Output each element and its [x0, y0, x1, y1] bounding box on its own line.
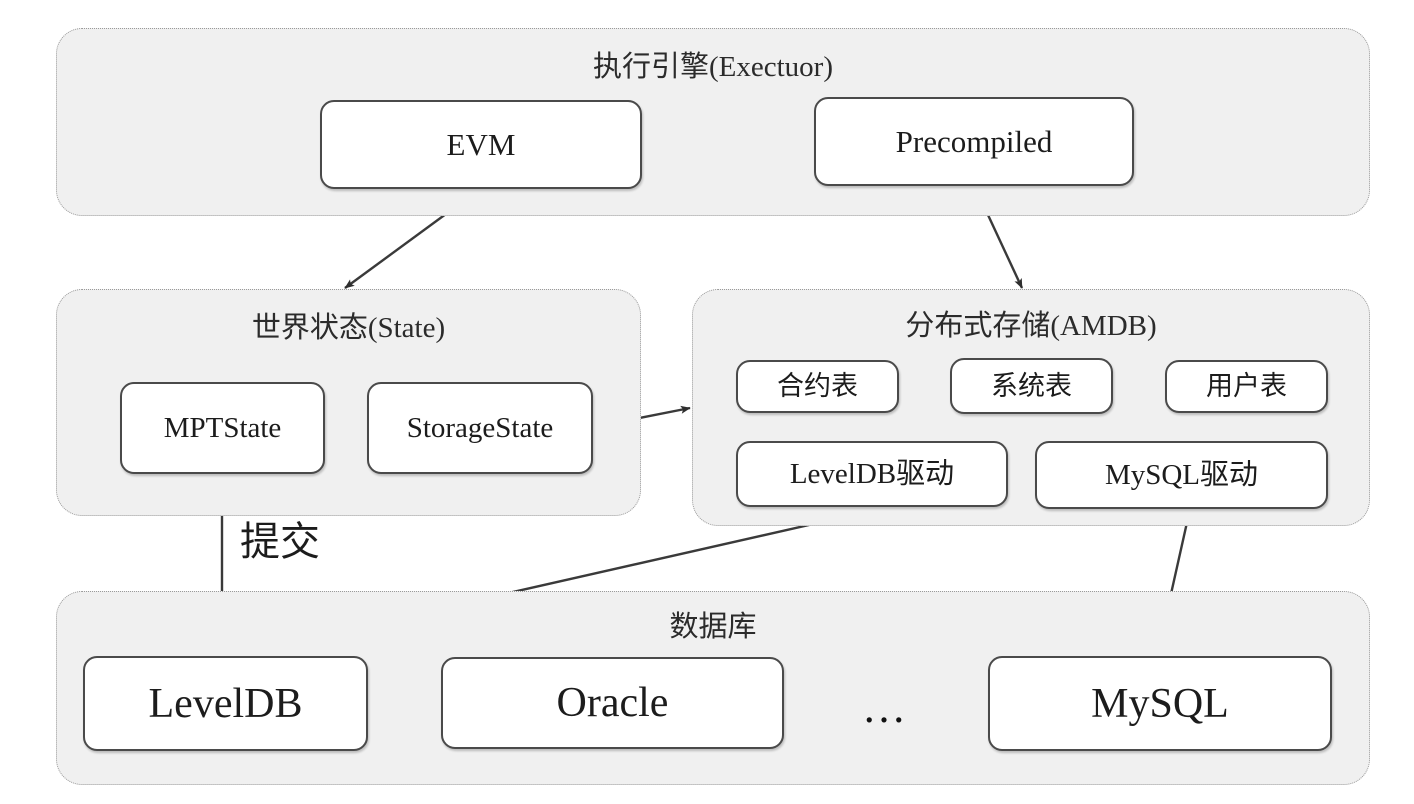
node-storagestate-label: StorageState [406, 411, 554, 444]
node-mysql[interactable]: MySQL [988, 656, 1332, 751]
node-leveldb-label: LevelDB [148, 680, 303, 727]
node-contract-table[interactable]: 合约表 [736, 360, 899, 413]
node-ellipsis: … [862, 683, 908, 732]
node-mptstate-label: MPTState [163, 411, 282, 444]
node-mysql-driver-label: MySQL驱动 [1104, 458, 1259, 491]
node-contract-table-label: 合约表 [777, 371, 858, 401]
panel-executor: 执行引擎(Exectuor) [56, 28, 1370, 216]
node-leveldb-driver-label: LevelDB驱动 [789, 457, 955, 490]
node-evm-label: EVM [446, 127, 516, 162]
node-user-table-label: 用户表 [1206, 371, 1287, 401]
node-mysql-driver[interactable]: MySQL驱动 [1035, 441, 1328, 509]
node-oracle[interactable]: Oracle [441, 657, 784, 749]
node-user-table[interactable]: 用户表 [1165, 360, 1328, 413]
panel-amdb-title: 分布式存储(AMDB) [905, 310, 1157, 342]
edge-label-commit: 提交 [240, 519, 320, 564]
node-system-table[interactable]: 系统表 [950, 358, 1113, 414]
node-leveldb[interactable]: LevelDB [83, 656, 368, 751]
node-evm[interactable]: EVM [320, 100, 642, 189]
node-leveldb-driver[interactable]: LevelDB驱动 [736, 441, 1008, 507]
node-system-table-label: 系统表 [991, 370, 1072, 401]
node-storagestate[interactable]: StorageState [367, 382, 593, 474]
node-mptstate[interactable]: MPTState [120, 382, 325, 474]
node-oracle-label: Oracle [556, 680, 669, 726]
panel-executor-title: 执行引擎(Exectuor) [593, 51, 833, 83]
panel-state-title: 世界状态(State) [251, 312, 446, 344]
panel-database-title: 数据库 [669, 611, 757, 643]
node-precompiled[interactable]: Precompiled [814, 97, 1134, 186]
node-mysql-label: MySQL [1091, 680, 1229, 727]
node-precompiled-label: Precompiled [895, 124, 1053, 159]
